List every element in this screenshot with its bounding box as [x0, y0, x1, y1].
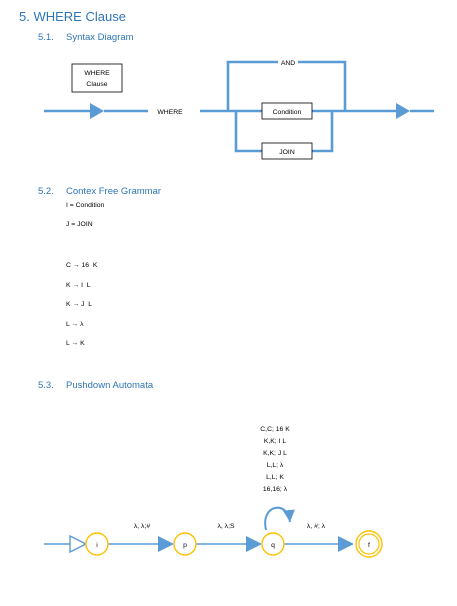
rule-arrow: → — [72, 301, 80, 308]
syntax-main-line — [44, 60, 434, 153]
condition-label: Condition — [273, 109, 302, 116]
rule-arrow: → — [72, 262, 80, 269]
rule-arrow: → — [72, 282, 80, 289]
state-label: q — [271, 542, 275, 549]
rule-rhs: 16 K — [81, 262, 98, 269]
accept-state-inner-circle — [358, 533, 380, 555]
state-label: f — [368, 542, 370, 549]
section-title-grammar: Contex Free Grammar — [66, 186, 162, 197]
state-label: p — [183, 542, 187, 549]
rule-arrow: → — [71, 340, 79, 347]
start-arrow-icon — [69, 534, 88, 554]
rule-lhs: C — [66, 262, 71, 269]
loop-label: K,K; I L — [264, 438, 287, 445]
section-title-automata: Pushdown Automata — [66, 380, 154, 391]
loop-label: L,L; λ — [267, 462, 284, 469]
syntax-arrow-icon — [90, 103, 104, 119]
page-title: 5. WHERE Clause — [19, 9, 126, 24]
grammar-rule: K → J L — [66, 301, 92, 308]
transition-arrow-icon — [338, 536, 354, 552]
grammar-rule: K → I L — [66, 282, 91, 289]
state-circle — [261, 532, 285, 556]
section-number-grammar: 5.2. — [38, 186, 54, 197]
state-circle — [85, 532, 109, 556]
rule-lhs: L — [66, 321, 70, 328]
state-circle — [173, 532, 197, 556]
transition-label: λ, λ;# — [134, 523, 150, 530]
grammar-rule: L → λ — [66, 321, 84, 328]
where-clause-title-box — [71, 63, 123, 93]
grammar-definition-i: I = Condition — [66, 202, 105, 209]
rule-lhs: L — [66, 340, 70, 347]
rule-rhs: I L — [81, 282, 91, 289]
rule-rhs: K — [80, 340, 85, 347]
grammar-rule: C → 16 K — [66, 262, 97, 269]
grammar-definition-j: J = JOIN — [66, 221, 93, 228]
rule-lhs: K — [66, 301, 71, 308]
join-label: JOIN — [279, 149, 295, 156]
loop-label: L,L; K — [266, 474, 284, 481]
section-number-syntax: 5.1. — [38, 32, 54, 43]
state-label: i — [96, 542, 98, 549]
syntax-arrow-icon — [396, 103, 410, 119]
and-keyword: AND — [281, 60, 295, 67]
loop-label: K,K; J L — [263, 450, 287, 457]
rule-lhs: K — [66, 282, 71, 289]
section-number-automata: 5.3. — [38, 380, 54, 391]
transition-label: λ, λ;S — [218, 523, 235, 530]
grammar-rule: L → K — [66, 340, 85, 347]
condition-box — [261, 102, 313, 120]
self-loop-arrow — [264, 506, 295, 531]
where-clause-title-line1: WHERE — [84, 70, 110, 77]
transition-arrow-icon — [246, 536, 262, 552]
section-title-syntax: Syntax Diagram — [66, 32, 134, 43]
rule-arrow: → — [71, 321, 79, 328]
where-keyword: WHERE — [157, 109, 183, 116]
loop-label: C,C; 16 K — [260, 426, 290, 433]
join-box — [261, 142, 313, 160]
transition-label: λ, #; λ — [307, 523, 326, 530]
rule-rhs: J L — [81, 301, 93, 308]
transition-arrow-icon — [158, 536, 174, 552]
loop-label: 16,16; λ — [263, 486, 288, 493]
rule-rhs: λ — [80, 321, 84, 328]
where-clause-title-line2: Clause — [86, 81, 107, 88]
